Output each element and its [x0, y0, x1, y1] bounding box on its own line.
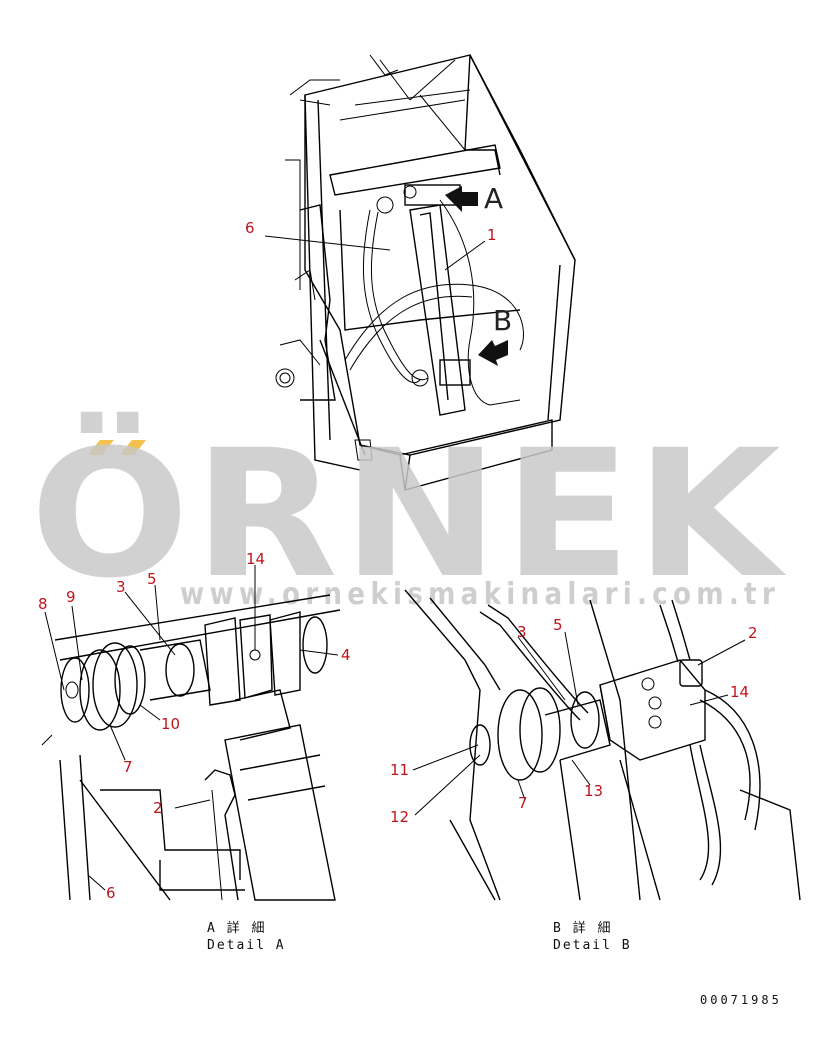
- detail-a-caption-en: Detail A: [207, 938, 286, 953]
- callout-a-7: 7: [123, 758, 133, 776]
- view-b-label: B: [493, 304, 512, 337]
- callout-b-2: 2: [748, 624, 758, 642]
- detail-b-caption-en: Detail B: [553, 938, 632, 953]
- callout-a-4: 4: [341, 646, 351, 664]
- callout-overview-1: 1: [487, 226, 497, 244]
- watermark-accent-right-icon: [120, 440, 146, 455]
- document-number: 00071985: [700, 993, 782, 1007]
- callout-b-14: 14: [730, 683, 749, 701]
- watermark-accent-left-icon: [88, 440, 114, 455]
- callout-a-2: 2: [153, 799, 163, 817]
- detail-a-illustration: 8 9 3 5 14 4 10 7 2 6: [38, 550, 351, 902]
- callout-a-10: 10: [161, 715, 180, 733]
- callout-a-3: 3: [116, 578, 126, 596]
- callout-a-14: 14: [246, 550, 265, 568]
- callout-overview-6: 6: [245, 219, 255, 237]
- callout-b-7: 7: [518, 794, 528, 812]
- view-b-arrow-icon: [478, 340, 508, 366]
- callout-a-8: 8: [38, 595, 48, 613]
- watermark-url: www.ornekismakinalari.com.tr: [180, 577, 780, 612]
- detail-a-caption-jp: A 詳 細: [207, 920, 266, 936]
- callout-b-12: 12: [390, 808, 409, 826]
- callout-b-3: 3: [517, 623, 527, 641]
- view-a-label: A: [484, 182, 503, 215]
- callout-b-5: 5: [553, 616, 563, 634]
- watermark: ÖRNEK www.ornekismakinalari.com.tr: [30, 410, 787, 617]
- callout-b-13: 13: [584, 782, 603, 800]
- watermark-brand: ÖRNEK: [30, 410, 787, 617]
- overview-illustration: A B 6 1: [245, 54, 576, 491]
- callout-a-5: 5: [147, 570, 157, 588]
- callout-a-9: 9: [66, 588, 76, 606]
- callout-a-6: 6: [106, 884, 116, 902]
- detail-b-illustration: 3 5 2 14 11 12 7 13: [390, 589, 801, 901]
- detail-b-caption-jp: B 詳 細: [553, 920, 612, 936]
- callout-b-11: 11: [390, 761, 409, 779]
- view-a-arrow-icon: [445, 186, 478, 212]
